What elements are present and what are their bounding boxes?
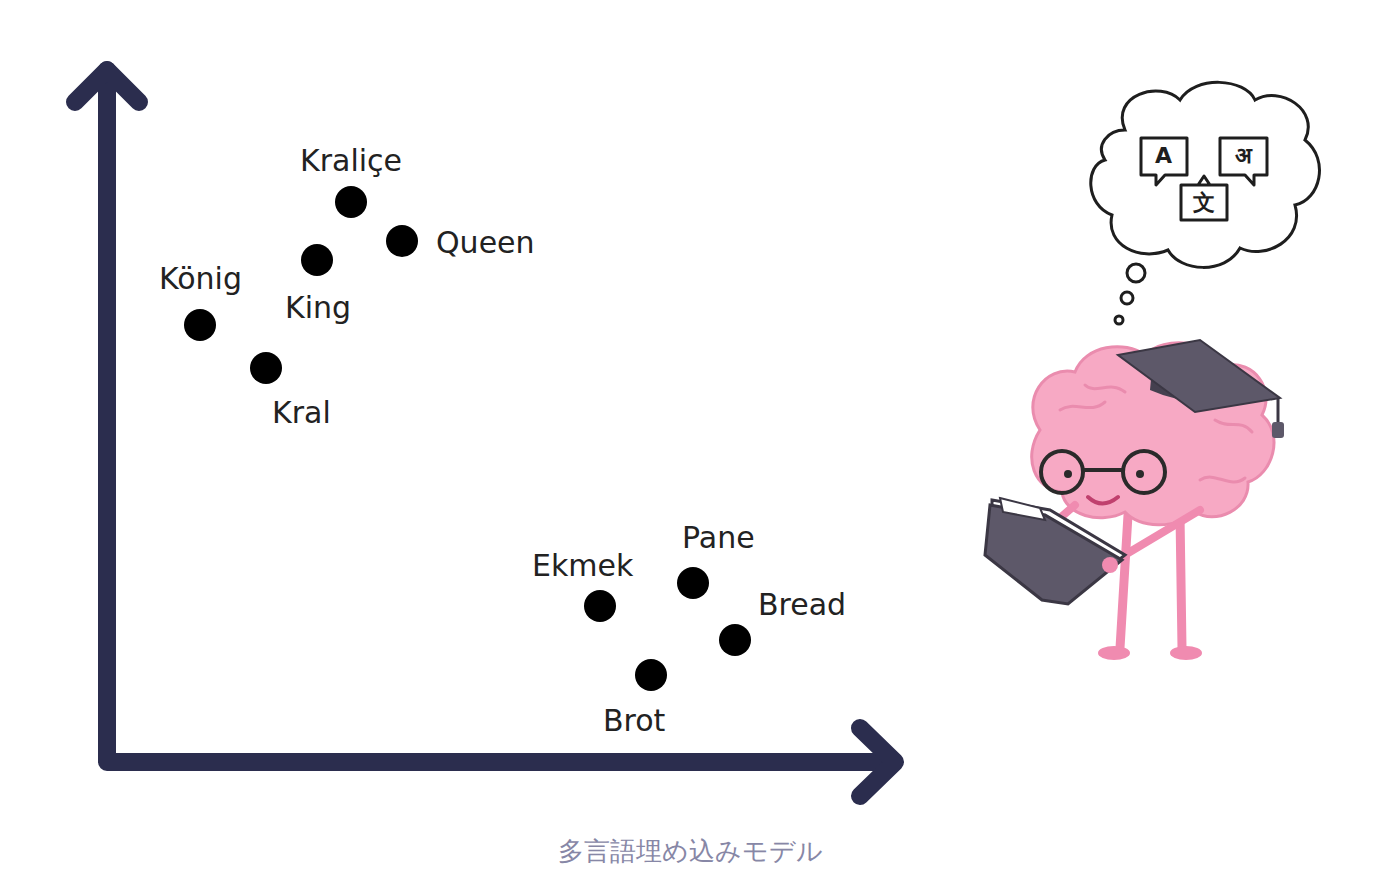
data-points: [184, 186, 751, 691]
foot: [1170, 646, 1202, 660]
glasses-bridge: [1083, 468, 1123, 472]
point: [335, 186, 367, 218]
brain-fold: [1200, 477, 1245, 482]
hand: [1102, 557, 1118, 573]
point-label: König: [159, 262, 242, 297]
point: [250, 352, 282, 384]
bubble-dot: [1121, 292, 1133, 304]
cap-board: [1118, 340, 1280, 412]
point: [677, 567, 709, 599]
point: [184, 309, 216, 341]
point-label: King: [285, 291, 351, 326]
cloud: [1091, 82, 1320, 267]
icon-glyph: A: [1155, 143, 1172, 168]
point-label: Queen: [436, 226, 535, 261]
point-label: Brot: [603, 704, 665, 739]
tassel-end: [1272, 422, 1284, 438]
caption: 多言語埋め込みモデル: [558, 837, 823, 867]
book-page: [1000, 498, 1045, 520]
point: [635, 659, 667, 691]
tassel: [1277, 398, 1280, 425]
point-label: Kraliçe: [300, 144, 402, 179]
foot: [1098, 646, 1130, 660]
speech-icon: [1141, 138, 1187, 185]
icon-glyph: 文: [1193, 190, 1215, 215]
bubble-dot: [1127, 264, 1145, 282]
point: [301, 244, 333, 276]
glasses-lens: [1041, 451, 1083, 493]
point: [719, 624, 751, 656]
language-icons: [1141, 138, 1267, 220]
speech-icon: [1220, 138, 1267, 185]
speech-icon: [1181, 176, 1227, 220]
brain-fold: [1060, 402, 1105, 410]
leg: [1120, 515, 1128, 648]
eye: [1136, 470, 1144, 478]
point: [584, 590, 616, 622]
brain-fold: [1215, 420, 1252, 432]
eye: [1064, 470, 1072, 478]
bubble-dot: [1115, 316, 1123, 324]
axis-arrowhead: [75, 70, 139, 102]
point: [386, 225, 418, 257]
leg: [1180, 515, 1182, 648]
point-label: Pane: [682, 521, 755, 556]
axis-arrowhead: [860, 728, 895, 796]
point-label: Ekmek: [532, 549, 633, 584]
brain-character: [985, 340, 1284, 660]
icon-glyph: अ: [1235, 143, 1252, 168]
glasses-lens: [1123, 451, 1165, 493]
book-cover: [985, 505, 1122, 604]
point-label: Kral: [272, 396, 331, 431]
smile: [1088, 497, 1118, 504]
brain-fold: [1085, 385, 1125, 392]
point-label: Bread: [758, 588, 846, 623]
axis-line: [107, 70, 893, 762]
axes: [75, 70, 895, 796]
thought-bubble: [1091, 82, 1320, 324]
